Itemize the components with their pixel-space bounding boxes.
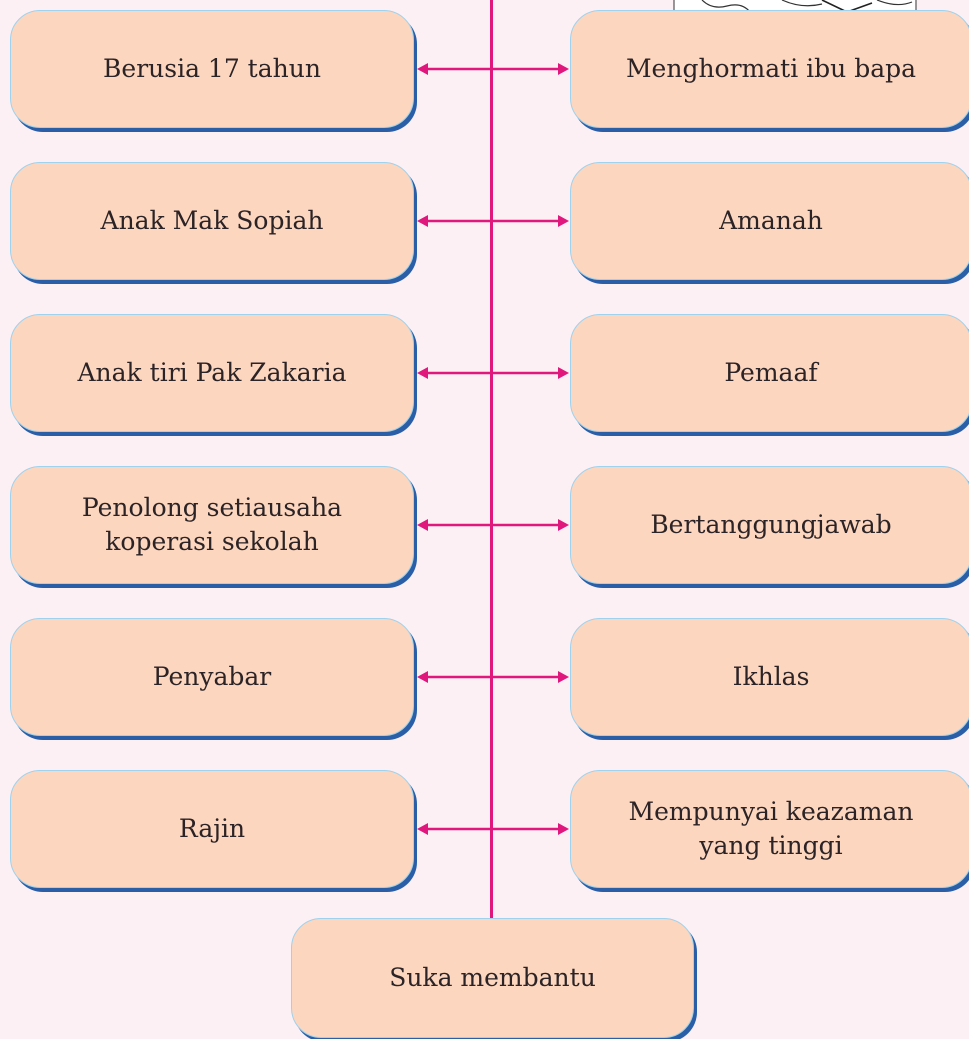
- left-trait-box: Rajin: [10, 770, 414, 888]
- left-trait-box: Anak tiri Pak Zakaria: [10, 314, 414, 432]
- right-trait-box: Amanah: [570, 162, 969, 280]
- double-arrow-connector: [417, 63, 569, 75]
- double-arrow-connector: [417, 519, 569, 531]
- left-trait-label: Anak Mak Sopiah: [100, 206, 324, 236]
- left-trait-label: Rajin: [178, 814, 246, 844]
- double-arrow-connector: [417, 367, 569, 379]
- right-trait-label: Mempunyai keazaman yang tinggi: [628, 797, 914, 860]
- right-trait-box: Pemaaf: [570, 314, 969, 432]
- left-trait-label: Penyabar: [152, 662, 272, 692]
- double-arrow-connector: [417, 671, 569, 683]
- left-trait-box: Anak Mak Sopiah: [10, 162, 414, 280]
- bottom-trait-label: Suka membantu: [389, 963, 596, 993]
- double-arrow-connector: [417, 215, 569, 227]
- left-trait-box: Penyabar: [10, 618, 414, 736]
- right-trait-box: Menghormati ibu bapa: [570, 10, 969, 128]
- left-trait-label: Penolong setiausaha koperasi sekolah: [81, 493, 343, 556]
- left-trait-label: Berusia 17 tahun: [103, 54, 321, 84]
- right-trait-label: Amanah: [719, 206, 823, 236]
- double-arrow-connector: [417, 823, 569, 835]
- left-trait-label: Anak tiri Pak Zakaria: [77, 358, 347, 388]
- right-trait-label: Pemaaf: [724, 358, 818, 388]
- right-trait-label: Bertanggungjawab: [650, 510, 892, 540]
- central-spine-line: [490, 0, 493, 918]
- right-trait-label: Menghormati ibu bapa: [625, 54, 917, 84]
- right-trait-label: Ikhlas: [732, 662, 810, 692]
- left-trait-box: Penolong setiausaha koperasi sekolah: [10, 466, 414, 584]
- right-trait-box: Ikhlas: [570, 618, 969, 736]
- left-trait-box: Berusia 17 tahun: [10, 10, 414, 128]
- right-trait-box: Mempunyai keazaman yang tinggi: [570, 770, 969, 888]
- right-trait-box: Bertanggungjawab: [570, 466, 969, 584]
- bottom-trait-box: Suka membantu: [291, 918, 694, 1038]
